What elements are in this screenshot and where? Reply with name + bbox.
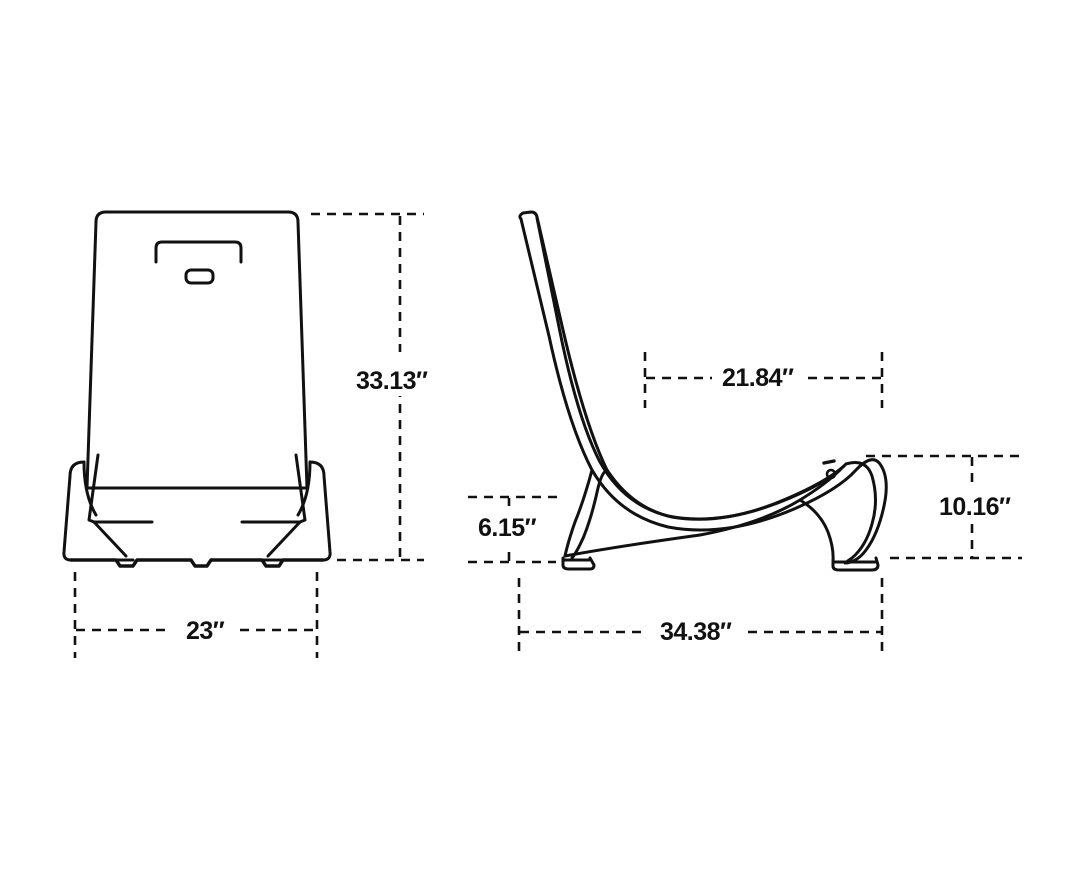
side-backrest-rear-edge <box>518 210 609 472</box>
side-arm-tick-mark <box>822 459 836 465</box>
front-left-base-curve <box>82 460 98 517</box>
front-right-base <box>259 460 332 562</box>
front-right-base-rib <box>266 520 302 558</box>
side-seat-inner-contour <box>605 464 846 521</box>
dimension-label-arm-height: 10.16″ <box>932 493 1018 522</box>
side-seat-top-rail <box>519 217 888 565</box>
side-rear-foot-pad <box>561 556 596 571</box>
side-front-leg-inner <box>698 468 842 537</box>
dimension-label-seat-front-height: 6.15″ <box>471 514 544 543</box>
front-view-dimension-lines <box>73 212 424 658</box>
side-arm-pivot-circle <box>825 468 837 480</box>
side-underseat-sweep <box>563 533 702 558</box>
front-right-base-inner <box>240 453 307 524</box>
front-floor-line <box>69 558 325 568</box>
front-left-base-inner <box>87 453 154 524</box>
front-left-base <box>62 460 135 562</box>
side-front-leg-outer <box>843 461 877 565</box>
side-front-foot-pad <box>831 556 880 572</box>
side-rear-leg-front-edge <box>563 468 594 558</box>
dimension-label-front-width: 23″ <box>179 617 232 646</box>
front-handle-slot <box>184 268 215 285</box>
front-right-base-curve <box>296 460 312 517</box>
dimension-label-seat-depth: 21.84″ <box>715 364 801 393</box>
dimension-label-overall-depth: 34.38″ <box>653 618 739 647</box>
front-backrest-panel <box>85 210 309 490</box>
front-handle-bracket <box>154 240 243 264</box>
side-rear-leg-rear-edge <box>570 468 609 560</box>
side-view-geometry <box>518 210 888 572</box>
dimension-label-front-height: 33.13″ <box>349 367 435 396</box>
side-front-leg-inner-drop <box>798 498 835 564</box>
front-left-base-rib <box>92 520 128 558</box>
front-view-geometry <box>62 210 332 568</box>
